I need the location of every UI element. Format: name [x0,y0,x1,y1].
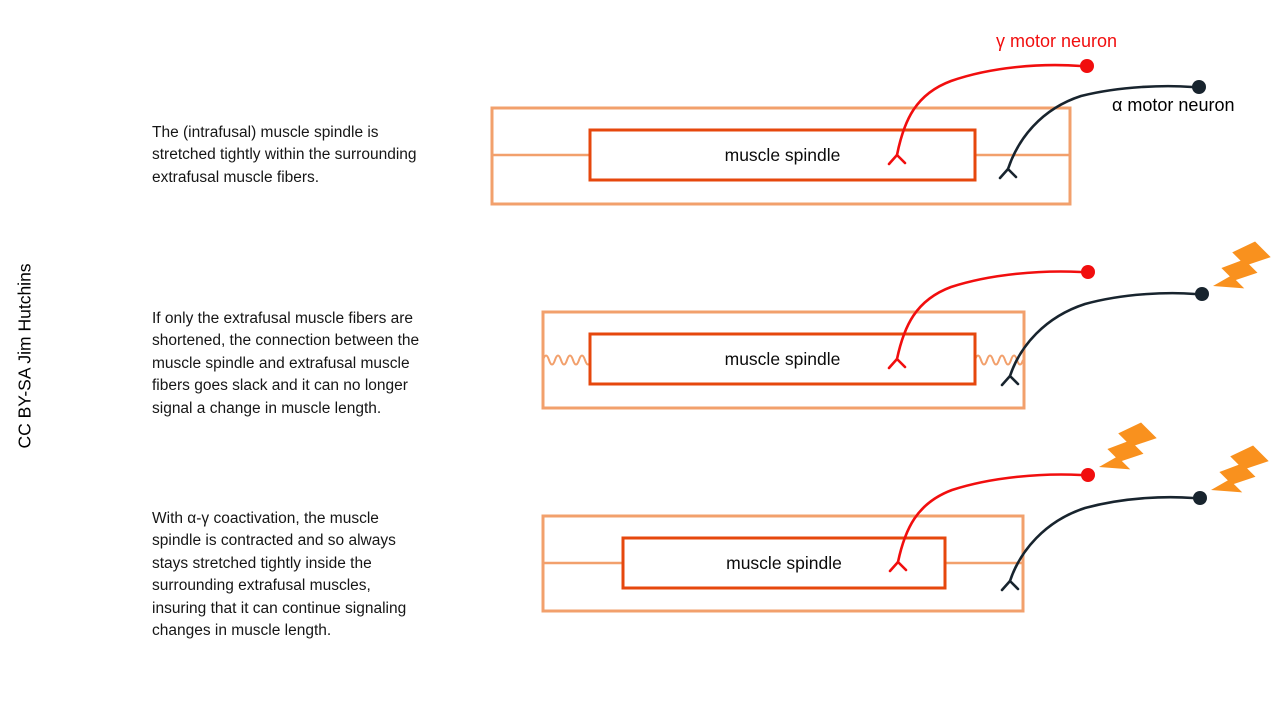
gamma-terminal [887,153,907,166]
alpha-soma [1195,287,1209,301]
gamma-axon [895,270,1083,361]
gamma-soma [1081,468,1095,482]
gamma-axon [895,63,1083,157]
gamma-axon [896,473,1083,564]
alpha-motor-neuron-label: α motor neuron [1112,95,1235,115]
alpha-axon [1008,495,1195,583]
panel-slack-description: If only the extrafusal muscle fibers are… [152,310,420,417]
gamma-motor-neuron-label: γ motor neuron [996,31,1118,51]
alpha-terminal [1000,579,1020,592]
alpha-soma [1193,491,1207,505]
alpha-axon [1006,84,1194,171]
panel-stretched-description: The (intrafusal) muscle spindle is stret… [152,124,417,186]
panel-coactivation-description: With α-γ coactivation, the muscle spindl… [152,510,407,640]
alpha-terminal [998,167,1018,180]
activation-bolt-gamma [1091,416,1160,484]
gamma-soma [1081,265,1095,279]
muscle-spindle-box [588,332,977,386]
slack-connector-right [974,354,1024,366]
muscle-spindle-box [588,128,977,182]
gamma-terminal [888,560,908,573]
muscle-spindle-label: muscle spindle [724,348,841,369]
gamma-soma [1080,59,1094,73]
gamma-terminal [887,357,907,370]
muscle-spindle-box [621,536,947,590]
diagram-stretched [490,59,1206,206]
alpha-axon [1008,291,1197,378]
muscle-spindle-label: muscle spindle [724,144,841,165]
alpha-terminal [1000,374,1020,387]
activation-bolt-alpha [1205,235,1274,303]
diagram-slack [541,235,1274,410]
activation-bolt-alpha [1203,439,1272,507]
muscle-spindle-label: muscle spindle [726,552,842,573]
slack-connector-left [542,354,592,366]
alpha-soma [1192,80,1206,94]
diagram-coactivation [541,416,1272,613]
